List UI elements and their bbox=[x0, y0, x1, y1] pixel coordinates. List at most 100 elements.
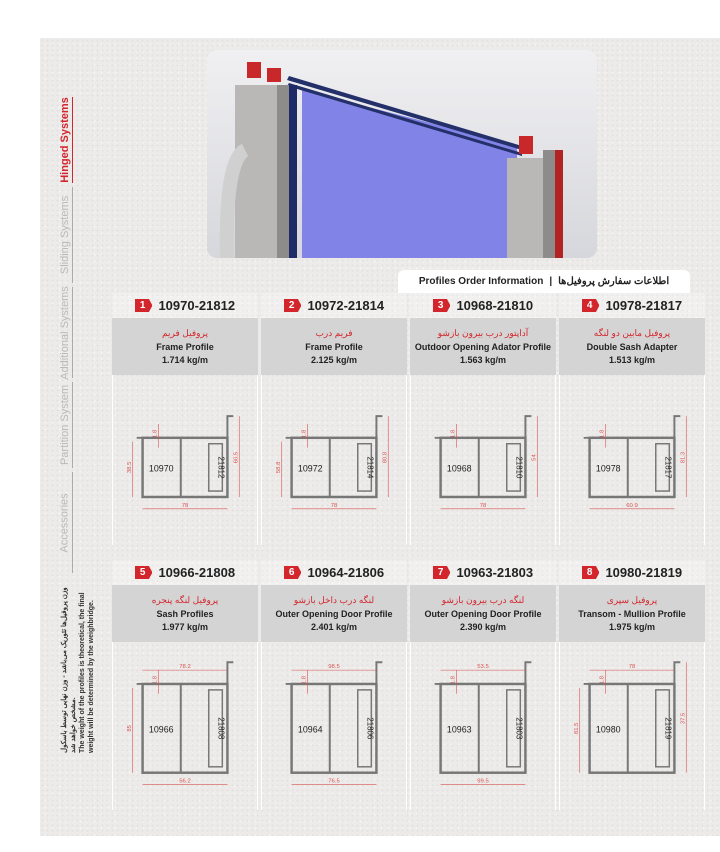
part-code-label: 21806 bbox=[365, 717, 374, 740]
section-title-en: Profiles Order Information bbox=[418, 276, 544, 287]
dimension-label-left: 58.8 bbox=[276, 461, 282, 473]
profile-name-fa: لنگه درب داخل بازشو bbox=[293, 595, 375, 605]
sidebar-tab-partition-system[interactable]: Partition System bbox=[58, 380, 72, 470]
dimension-label-top: 53.5 bbox=[477, 664, 489, 670]
profile-code: 10970-21812 bbox=[158, 298, 236, 313]
dimension-label-top: 78 bbox=[629, 664, 636, 670]
dimension-label-wall: 1.8 bbox=[301, 429, 307, 438]
profile-weight: 2.401 kg/m bbox=[310, 622, 358, 632]
dimension-label-bottom: 78 bbox=[331, 503, 338, 509]
note-en: The weight of the profiles is theoretica… bbox=[79, 592, 95, 753]
dimension-label-right: 81.3 bbox=[680, 451, 686, 463]
profile-weight: 1.714 kg/m bbox=[161, 355, 209, 365]
profile-header: 6 10964-21806 bbox=[261, 560, 407, 585]
part-code-label: 10963 bbox=[447, 724, 472, 734]
profile-number-badge: 7 bbox=[432, 566, 451, 579]
dimension-label-wall: 1.8 bbox=[301, 675, 307, 684]
profile-name-en: Frame Profile bbox=[156, 342, 214, 352]
sidebar-tab-hinged-systems[interactable]: Hinged Systems bbox=[58, 95, 72, 185]
sidebar-tab-accessories[interactable]: Accessories bbox=[58, 470, 72, 575]
dimension-label-bottom: 78 bbox=[182, 503, 189, 509]
profile-weight: 2.390 kg/m bbox=[459, 622, 507, 632]
sidebar-tab-label: Sliding Systems bbox=[59, 195, 72, 275]
profile-outline bbox=[290, 436, 378, 499]
dimension-label-wall: 1.8 bbox=[599, 675, 605, 684]
sidebar-tab-label: Additional Systems bbox=[59, 285, 72, 380]
tab-divider bbox=[72, 97, 73, 183]
profile-header: 1 10970-21812 bbox=[112, 293, 258, 318]
tab-divider bbox=[72, 382, 73, 468]
profile-number-badge: 6 bbox=[283, 566, 302, 579]
hero-window-image bbox=[207, 50, 597, 258]
profile-number-badge: 3 bbox=[432, 299, 451, 312]
section-title-separator: | bbox=[549, 276, 553, 287]
part-code-label: 21814 bbox=[365, 456, 374, 479]
profile-name-en: Transom - Mullion Profile bbox=[578, 609, 686, 619]
profile-code: 10972-21814 bbox=[307, 298, 385, 313]
profile-code: 10964-21806 bbox=[307, 565, 385, 580]
profile-name-en: Sash Profiles bbox=[156, 609, 214, 619]
sidebar-tab-label: Partition System bbox=[59, 384, 71, 466]
profile-name-fa: فریم درب bbox=[315, 328, 353, 338]
profile-weight: 1.975 kg/m bbox=[608, 622, 656, 632]
profile-outline bbox=[588, 436, 676, 499]
profile-code: 10978-21817 bbox=[605, 298, 683, 313]
part-code-label: 21817 bbox=[663, 456, 672, 478]
profile-weight: 1.977 kg/m bbox=[161, 622, 209, 632]
dimension-label-wall: 1.8 bbox=[152, 675, 158, 684]
profile-header: 8 10980-21819 bbox=[559, 560, 705, 585]
profile-code: 10980-21819 bbox=[605, 565, 683, 580]
profile-outline bbox=[439, 682, 527, 774]
profile-outline bbox=[290, 682, 378, 774]
profile-card: 6 10964-21806 لنگه درب داخل بازشو Outer Ope… bbox=[261, 560, 407, 810]
part-code-label: 10964 bbox=[298, 724, 323, 734]
dimension-label-left: 38.5 bbox=[127, 461, 133, 473]
profile-number-badge: 1 bbox=[134, 299, 153, 312]
profile-info: لنگه درب داخل بازشو Outer Opening Door Pr… bbox=[261, 585, 407, 642]
dimension-label-bottom: 99.5 bbox=[477, 779, 489, 785]
profile-number-badge: 8 bbox=[581, 566, 600, 579]
dimension-label-top: 98.5 bbox=[328, 664, 340, 670]
part-code-label: 21819 bbox=[663, 717, 672, 739]
profile-weight: 1.563 kg/m bbox=[459, 355, 507, 365]
sidebar-tab-additional-systems[interactable]: Additional Systems bbox=[58, 285, 72, 380]
part-code-label: 10980 bbox=[596, 724, 621, 734]
profile-outline bbox=[588, 682, 676, 774]
dimension-label-left: 85 bbox=[127, 724, 133, 731]
sidebar-tab-sliding-systems[interactable]: Sliding Systems bbox=[58, 185, 72, 285]
profile-weight: 1.513 kg/m bbox=[608, 355, 656, 365]
dimension-label-wall: 1.8 bbox=[599, 429, 605, 438]
part-code-label: 10968 bbox=[447, 463, 472, 473]
part-code-label: 21810 bbox=[514, 456, 523, 479]
part-code-label: 21808 bbox=[216, 717, 225, 740]
profile-name-en: Outer Opening Door Profile bbox=[424, 609, 542, 619]
profile-weight: 2.125 kg/m bbox=[310, 355, 358, 365]
profile-name-fa: پروفیل مابین دو لنگه bbox=[593, 328, 671, 338]
weight-note: وزن پروفیل‌ها تئوریک می‌باشد - وزن نهایی… bbox=[48, 580, 108, 753]
part-code-label: 10970 bbox=[149, 463, 174, 473]
dimension-label-wall: 1.8 bbox=[450, 675, 456, 684]
profile-name-en: Outer Opening Door Profile bbox=[275, 609, 393, 619]
section-title-fa: اطلاعات سفارش پروفیل‌ها bbox=[558, 276, 670, 287]
part-code-label: 21803 bbox=[514, 717, 523, 740]
profile-number-badge: 5 bbox=[134, 566, 153, 579]
